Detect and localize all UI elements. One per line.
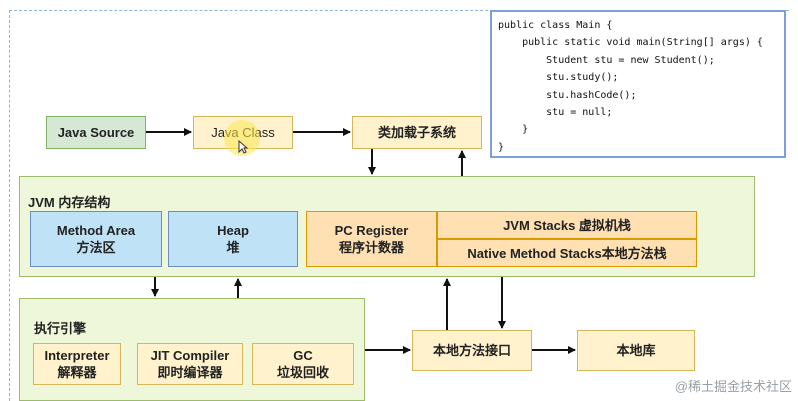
code-line: stu.study(); [498,72,619,84]
native-interface-label: 本地方法接口 [432,343,511,358]
code-line: Student stu = new Student(); [498,54,715,66]
heap-sublabel: 堆 [226,240,240,255]
native-interface-box: 本地方法接口 [412,330,532,371]
native-library-box: 本地库 [577,330,695,371]
mouse-cursor-icon [238,140,248,154]
exec-engine-title: 执行引擎 [34,321,87,336]
guide-line-horizontal [9,10,789,12]
jvm-stacks-box: JVM Stacks 虚拟机栈 [437,211,697,239]
code-line: stu.hashCode(); [498,89,637,101]
method-area-sublabel: 方法区 [76,240,116,255]
gc-box: GC 垃圾回收 [252,343,354,385]
watermark: @稀土掘金技术社区 [674,379,792,394]
jit-compiler-label: JIT Compiler [150,348,230,363]
code-line: stu = null; [498,106,613,118]
class-loader-label: 类加载子系统 [377,125,456,140]
guide-line-vertical [9,10,11,401]
java-source-label: Java Source [57,125,135,140]
jit-compiler-sublabel: 即时编译器 [157,365,223,380]
jvm-stacks-label: JVM Stacks 虚拟机栈 [503,217,631,233]
gc-sublabel: 垃圾回收 [276,365,329,380]
native-stacks-box: Native Method Stacks本地方法栈 [437,239,697,267]
code-line: public class Main { [498,20,613,31]
interpreter-label: Interpreter [44,348,110,363]
interpreter-box: Interpreter 解释器 [33,343,121,385]
pc-register-label: PC Register [334,223,409,238]
jit-compiler-box: JIT Compiler 即时编译器 [137,343,243,385]
native-library-label: 本地库 [616,343,656,358]
code-line: } [498,124,529,136]
code-line: public static void main(String[] args) { [498,37,763,49]
interpreter-sublabel: 解释器 [57,365,97,380]
pc-register-sublabel: 程序计数器 [338,240,404,255]
heap-label: Heap [217,223,249,238]
class-loader-box: 类加载子系统 [352,116,482,149]
method-area-label: Method Area [56,223,136,238]
java-source-box: Java Source [46,116,146,149]
jvm-memory-title: JVM 内存结构 [28,195,111,210]
pc-register-box: PC Register 程序计数器 [306,211,437,267]
code-line: } [498,141,505,153]
heap-box: Heap 堆 [168,211,298,267]
native-stacks-label: Native Method Stacks本地方法栈 [467,245,667,261]
method-area-box: Method Area 方法区 [30,211,162,267]
gc-label: GC [293,348,313,363]
code-snippet: public class Main { public static void m… [490,10,786,158]
